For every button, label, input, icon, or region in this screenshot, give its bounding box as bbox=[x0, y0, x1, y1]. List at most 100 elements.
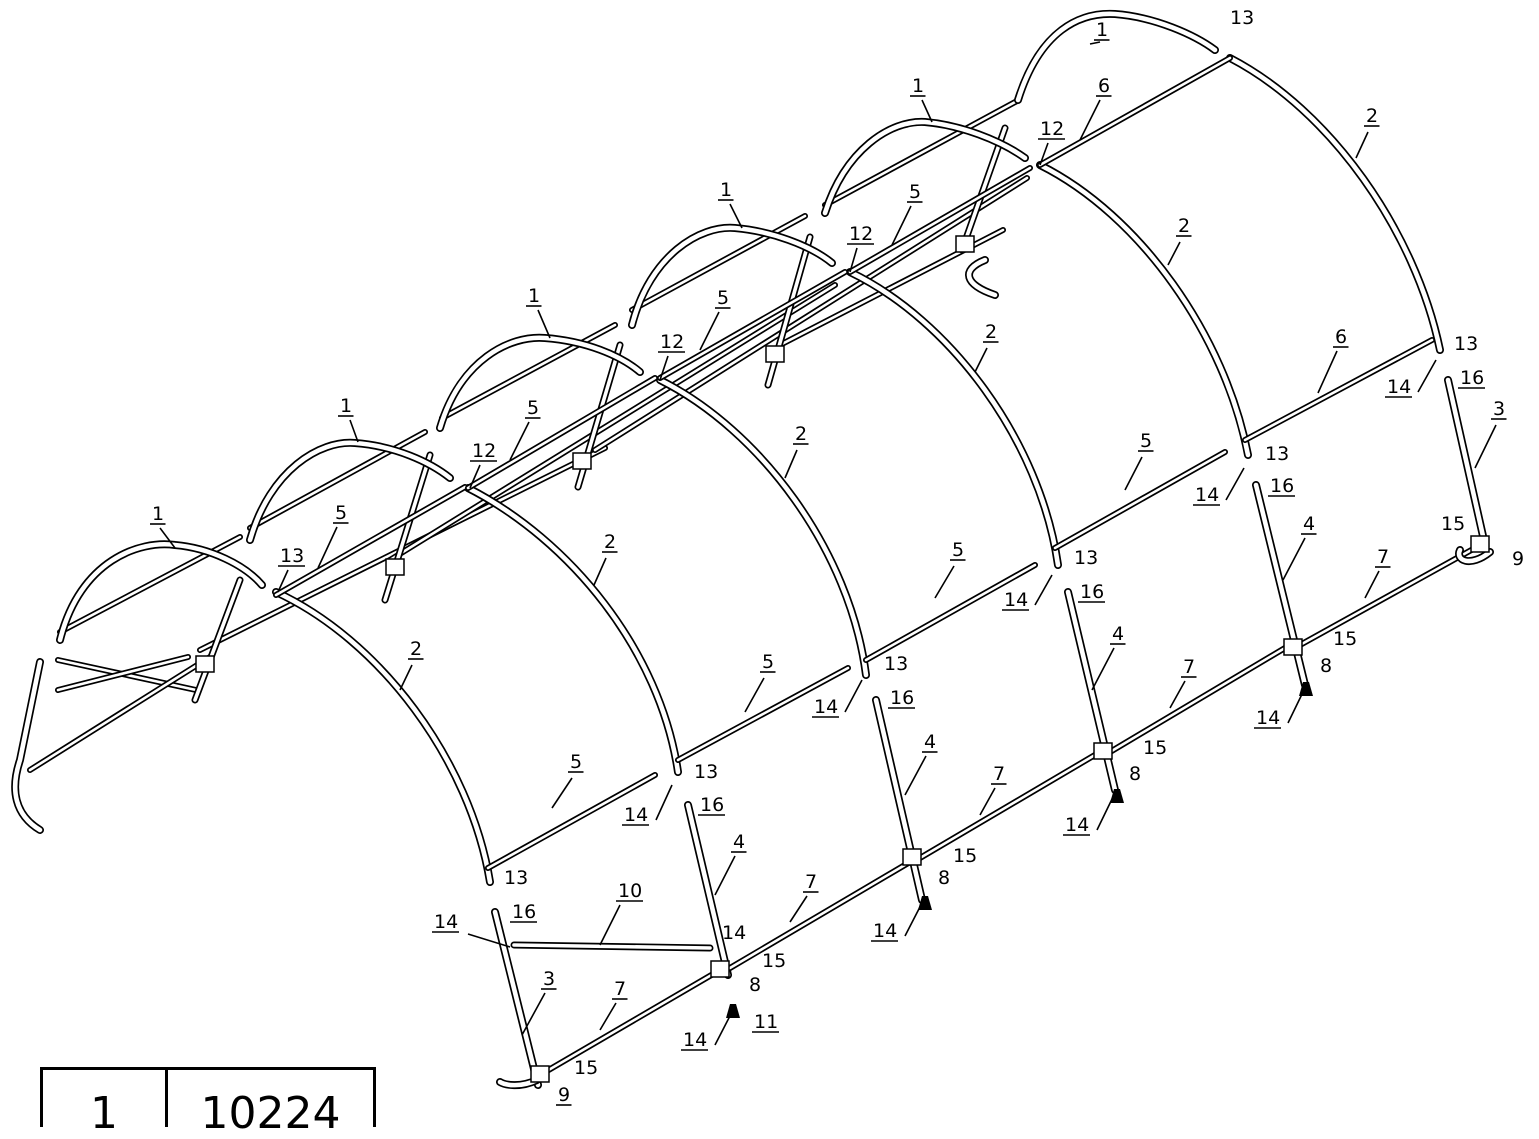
callout-number: 13 bbox=[694, 761, 718, 783]
callout-clamp-8: 14 bbox=[681, 1011, 733, 1051]
callout-number: 14 bbox=[814, 696, 838, 718]
callout-bolt-2: 15 bbox=[762, 950, 786, 972]
callout-number: 7 bbox=[614, 978, 626, 1000]
callout-rail-1: 5 bbox=[551, 751, 584, 809]
callout-number: 12 bbox=[660, 331, 684, 353]
callout-number: 1 bbox=[1096, 19, 1108, 41]
ground-foot bbox=[918, 896, 932, 910]
callout-number: 5 bbox=[909, 181, 921, 203]
front-rail bbox=[863, 562, 1038, 663]
callout-number: 2 bbox=[1178, 215, 1190, 237]
back-post bbox=[381, 451, 434, 604]
callout-rail-3: 5 bbox=[934, 539, 966, 599]
callout-arch-side-5: 2 bbox=[1167, 215, 1192, 266]
callout-number: 15 bbox=[574, 1057, 598, 1079]
callout-number: 14 bbox=[1387, 376, 1411, 398]
callout-arch-side-4: 2 bbox=[974, 321, 999, 373]
callout-number: 7 bbox=[1183, 656, 1195, 678]
callout-screw-3: 16 bbox=[888, 687, 915, 709]
callout-number: 4 bbox=[924, 731, 936, 753]
callout-number: 9 bbox=[558, 1084, 570, 1106]
callout-arch-side-1: 2 bbox=[399, 638, 424, 691]
front-rail bbox=[1242, 337, 1435, 443]
callout-screw-2: 16 bbox=[698, 794, 725, 816]
callout-clamp-4: 14 bbox=[1002, 574, 1053, 611]
callout-bolt-3: 15 bbox=[953, 845, 977, 867]
front-rail bbox=[273, 484, 468, 598]
callout-number: 3 bbox=[1493, 398, 1505, 420]
callout-cap-8: 13 bbox=[1230, 7, 1254, 29]
frame-tubes bbox=[11, 9, 1494, 1090]
callout-cap-3: 13 bbox=[694, 761, 718, 783]
callout-number: 16 bbox=[890, 687, 914, 709]
bottom-rail bbox=[537, 967, 723, 1078]
callout-bottom-3: 7 bbox=[979, 763, 1007, 816]
back-post bbox=[958, 124, 1009, 254]
callout-number: 8 bbox=[938, 867, 950, 889]
corner-hook bbox=[1455, 546, 1494, 566]
callout-number: 1 bbox=[528, 285, 540, 307]
callout-number: 15 bbox=[1143, 737, 1167, 759]
callout-ridge-4: 12 bbox=[1038, 118, 1065, 166]
callout-number: 15 bbox=[762, 950, 786, 972]
callout-bottom-2: 7 bbox=[789, 871, 819, 923]
callout-rail-5: 5 bbox=[317, 502, 349, 569]
end-post-front bbox=[11, 658, 44, 834]
back-post bbox=[191, 576, 244, 704]
callout-cap-1: 13 bbox=[277, 545, 305, 593]
back-rail bbox=[439, 322, 618, 421]
callout-number: 2 bbox=[410, 638, 422, 660]
callout-number: 1 bbox=[340, 395, 352, 417]
callout-number: 14 bbox=[624, 804, 648, 826]
callout-arch-top-1: 1 bbox=[150, 503, 176, 549]
tee-fitting bbox=[530, 1065, 550, 1083]
callout-clamp-1: 14 bbox=[432, 911, 511, 948]
callout-number: 13 bbox=[1230, 7, 1254, 29]
callout-number: 12 bbox=[1040, 118, 1064, 140]
callout-screw-4: 16 bbox=[1078, 581, 1105, 603]
callout-number: 12 bbox=[472, 440, 496, 462]
callout-labels: 1111112222223344445555555566777778888991… bbox=[150, 7, 1524, 1106]
top-arch bbox=[56, 540, 266, 644]
callout-number: 13 bbox=[1265, 443, 1289, 465]
callout-clamp-9: 14 bbox=[871, 902, 923, 942]
callout-bolt-1: 15 bbox=[574, 1057, 598, 1079]
callout-post-2: 4 bbox=[904, 731, 938, 796]
callout-number: 15 bbox=[1333, 628, 1357, 650]
callout-number: 13 bbox=[1454, 333, 1478, 355]
callout-number: 14 bbox=[722, 922, 746, 944]
top-arch bbox=[436, 333, 644, 432]
callout-arch-top-4: 1 bbox=[718, 179, 743, 229]
callout-post-4: 4 bbox=[1282, 513, 1317, 581]
callout-arch-top-3: 1 bbox=[526, 285, 551, 339]
callout-tee-4: 8 bbox=[1320, 655, 1332, 677]
callout-number: 1 bbox=[152, 503, 164, 525]
front-rail bbox=[465, 375, 658, 491]
callout-rail-6: 5 bbox=[509, 397, 541, 461]
tee-fitting bbox=[1283, 638, 1303, 656]
callout-ridge-3: 12 bbox=[847, 223, 874, 273]
callout-number: 2 bbox=[604, 531, 616, 553]
callout-number: 2 bbox=[1366, 105, 1378, 127]
callout-number: 12 bbox=[849, 223, 873, 245]
front-rail bbox=[657, 269, 848, 381]
callout-number: 13 bbox=[504, 867, 528, 889]
tee-fitting bbox=[710, 960, 730, 978]
callout-number: 4 bbox=[1112, 623, 1124, 645]
callout-end-post-2: 3 bbox=[1474, 398, 1507, 469]
greenhouse-frame-drawing: 1111112222223344445555555566777778888991… bbox=[11, 7, 1524, 1106]
callout-tee-3: 8 bbox=[1129, 763, 1141, 785]
callout-cap-2: 13 bbox=[504, 867, 528, 889]
callout-number: 8 bbox=[1320, 655, 1332, 677]
callout-number: 16 bbox=[1460, 367, 1484, 389]
title-block: 1 10224 bbox=[40, 1067, 376, 1136]
callout-cap-4: 13 bbox=[884, 653, 908, 675]
tee-fitting bbox=[902, 848, 922, 866]
callout-number: 8 bbox=[1129, 763, 1141, 785]
ground-foot bbox=[1110, 789, 1124, 803]
callout-clamp-12: 14 bbox=[722, 922, 746, 944]
callout-brace-1: 10 bbox=[599, 880, 643, 946]
callout-clamp-6: 14 bbox=[1385, 359, 1437, 398]
callout-arch-side-2: 2 bbox=[593, 531, 618, 586]
callout-clamp-5: 14 bbox=[1193, 467, 1245, 506]
